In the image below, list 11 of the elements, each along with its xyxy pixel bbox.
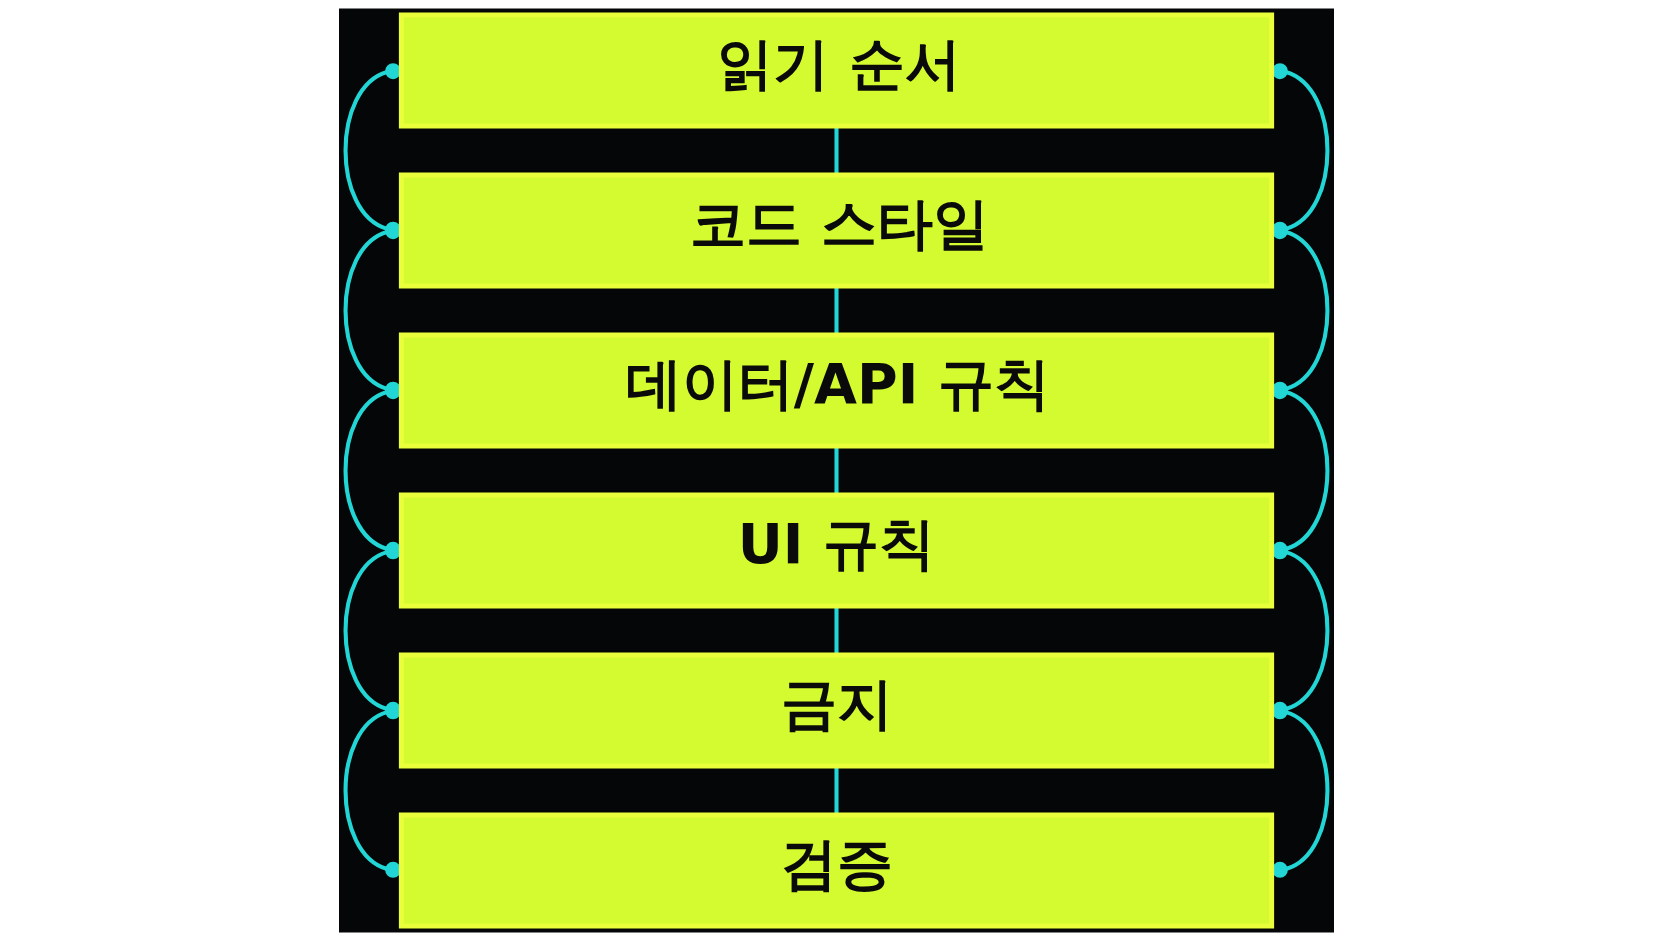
connector bbox=[833, 606, 839, 655]
node-box: 검증 bbox=[398, 812, 1274, 929]
connector bbox=[833, 766, 839, 816]
node-box: 코드 스타일 bbox=[398, 172, 1274, 289]
connector bbox=[833, 286, 839, 335]
node-box: UI 규칙 bbox=[398, 492, 1274, 609]
node-box: 읽기 순서 bbox=[398, 12, 1274, 129]
connector bbox=[833, 125, 839, 175]
node-box: 금지 bbox=[398, 652, 1274, 769]
connector bbox=[833, 446, 839, 495]
node-box: 데이터/API 규칙 bbox=[398, 332, 1274, 449]
